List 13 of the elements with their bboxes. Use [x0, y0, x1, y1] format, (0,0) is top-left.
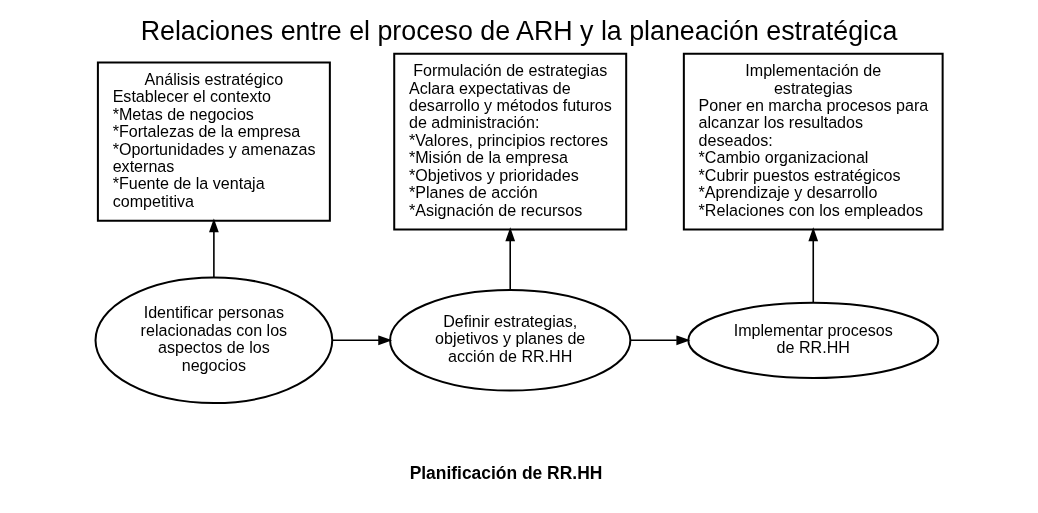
- node-box: Formulación de estrategias Aclara expectativas de desarrollo y métodos futuros de administración: *Valores, principios rectores *Misión de la empresa *Objetivos y prioridades *Planes de acción *Asignación de recursos: [393, 52, 628, 231]
- node-box: Análisis estratégico Establecer el contexto *Metas de negocios *Fortalezas de la empresa *Oportunidades y amenazas externas *Fuente de la ventaja competitiva: [96, 61, 331, 222]
- caption: Planificación de RR.HH: [409, 462, 603, 483]
- node-ellipse: Definir estrategias, objetivos y planes de acción de RR.HH: [389, 289, 632, 392]
- node-ellipse: Identificar personas relacionadas con los aspectos de los negocios: [94, 276, 334, 405]
- arrow: [331, 335, 393, 346]
- node-box: Implementación de estrategias Poner en marcha procesos para alcanzar los resultados deseados: *Cambio organizacional *Cubrir puestos estratégicos *Aprendizaje y desarrollo *Relaciones con los empleados: [682, 52, 944, 231]
- arrow: [808, 227, 819, 303]
- arrow: [630, 335, 691, 346]
- arrow: [209, 218, 219, 279]
- node-ellipse: Implementar procesos de RR.HH: [687, 301, 940, 379]
- arrow: [505, 227, 516, 291]
- diagram-title: Relaciones entre el proceso de ARH y la planeación estratégica: [140, 16, 898, 47]
